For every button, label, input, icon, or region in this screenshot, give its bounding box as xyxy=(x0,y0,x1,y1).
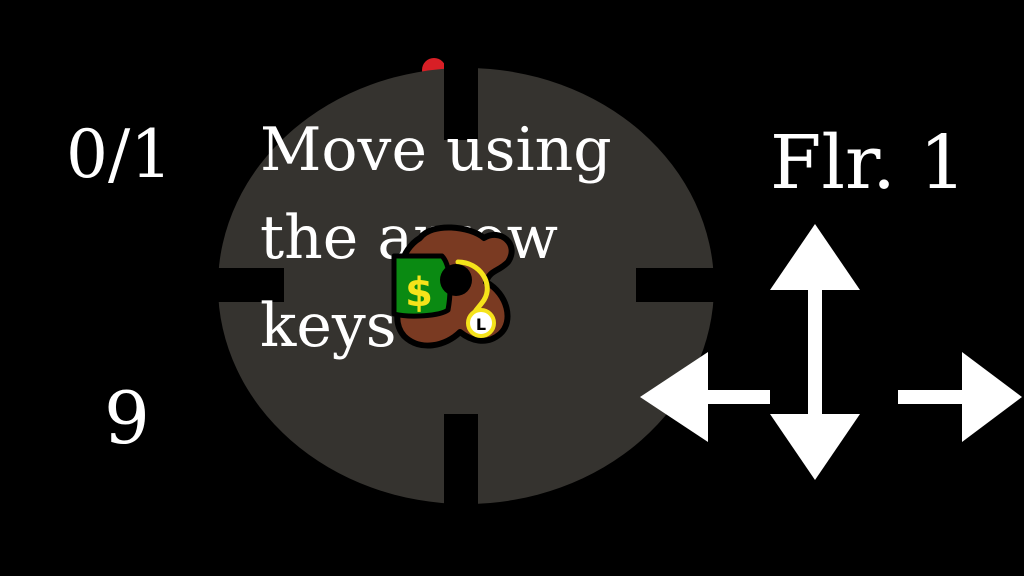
player-character xyxy=(391,224,515,349)
door-north xyxy=(444,62,478,140)
money-bag-icon xyxy=(391,253,453,319)
door-south xyxy=(444,414,478,510)
arrow-shaft-vertical xyxy=(808,280,822,420)
arrow-shaft-right xyxy=(898,390,968,404)
player-head xyxy=(440,264,472,296)
arrow-up-icon[interactable] xyxy=(770,224,860,290)
timer-counter: 9 xyxy=(104,376,150,460)
arrow-left-icon[interactable] xyxy=(640,352,708,442)
bag-symbol: $ xyxy=(405,270,433,316)
floor-indicator: Flr. 1 xyxy=(770,120,967,206)
arrow-shaft-left xyxy=(700,390,770,404)
player-badge xyxy=(466,308,496,338)
badge-letter: L xyxy=(476,315,486,334)
arrow-down-icon[interactable] xyxy=(770,414,860,480)
door-east xyxy=(636,268,722,302)
door-west xyxy=(210,268,284,302)
score-counter: 0/1 xyxy=(66,116,173,193)
arrow-right-icon[interactable] xyxy=(962,352,1022,442)
